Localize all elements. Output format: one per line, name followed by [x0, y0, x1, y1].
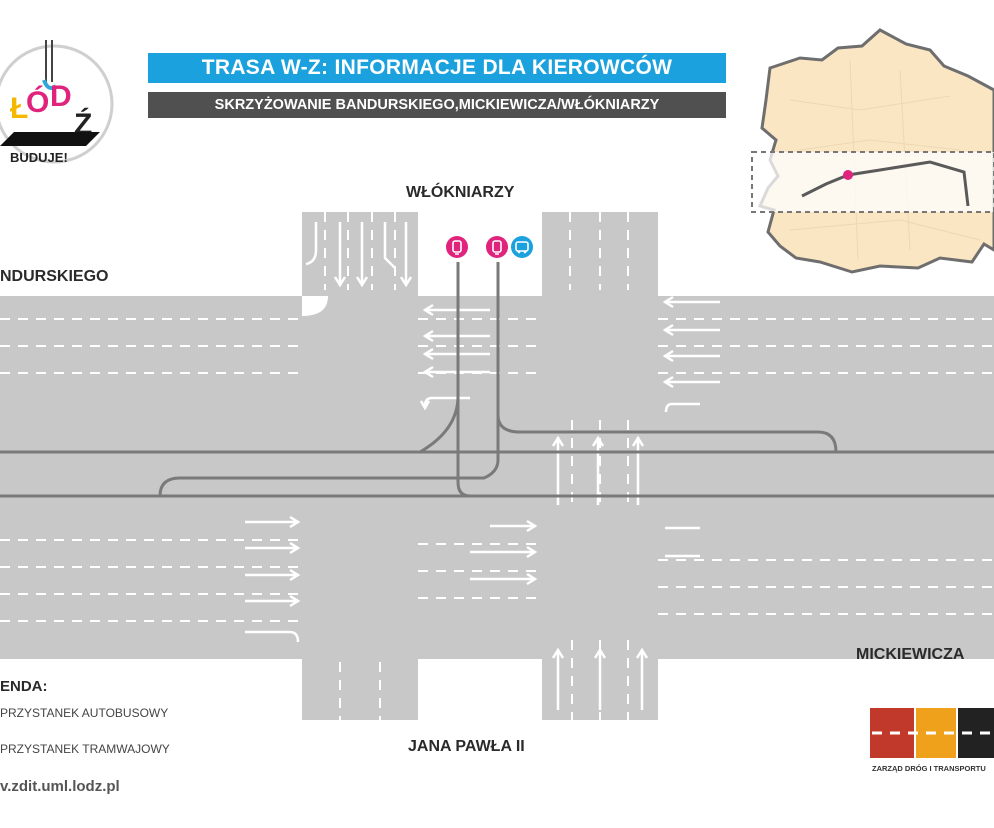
- street-label-north: WŁÓKNIARZY: [406, 184, 515, 201]
- tram-tracks: [0, 262, 994, 498]
- street-label-west: NDURSKIEGO: [0, 268, 109, 285]
- tram-stop-icon: [446, 236, 468, 258]
- route-line: [801, 160, 970, 207]
- svg-text:BUDUJE!: BUDUJE!: [10, 150, 68, 165]
- tram-stop-icon: [486, 236, 508, 258]
- svg-text:Ó: Ó: [26, 85, 49, 119]
- lane-markings: [0, 212, 994, 720]
- zdit-logo: [870, 708, 994, 758]
- legend-tram-stop: PRZYSTANEK TRAMWAJOWY: [0, 742, 170, 756]
- website-link[interactable]: v.zdit.uml.lodz.pl: [0, 778, 120, 795]
- svg-text:Ł: Ł: [10, 92, 28, 125]
- organization-name: ZARZĄD DRÓG I TRANSPORTU: [872, 764, 986, 773]
- page-title: TRASA W-Z: INFORMACJE DLA KIEROWCÓW: [148, 53, 726, 83]
- street-label-south: JANA PAWŁA II: [408, 738, 525, 755]
- bus-stop-icon: [511, 236, 533, 258]
- lane-arrows: [245, 222, 720, 710]
- page-subtitle: SKRZYŻOWANIE BANDURSKIEGO,MICKIEWICZA/WŁ…: [148, 92, 726, 118]
- svg-text:D: D: [50, 80, 72, 113]
- city-outline: [757, 28, 994, 274]
- legend-title: ENDA:: [0, 678, 48, 695]
- lodz-buduje-logo: Ł Ó D Ź BUDUJE!: [0, 40, 114, 165]
- street-label-east: MICKIEWICZA: [856, 646, 965, 663]
- location-marker: [843, 170, 853, 180]
- legend-bus-stop: PRZYSTANEK AUTOBUSOWY: [0, 706, 169, 720]
- city-map-inset: [751, 28, 994, 274]
- zoom-frame: [751, 151, 994, 213]
